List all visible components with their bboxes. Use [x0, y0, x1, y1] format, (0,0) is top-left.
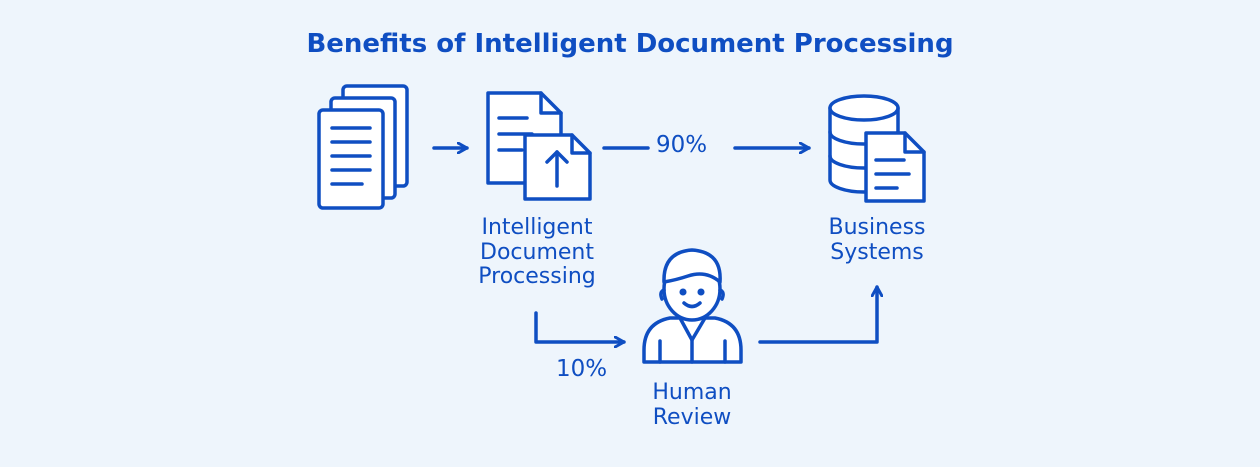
arrow-human-to-business [758, 285, 877, 344]
node-label-business-line1: Business [828, 215, 926, 240]
database-document-icon [828, 94, 926, 203]
node-label-business-line2: Systems [830, 239, 924, 265]
documents-stack-icon [317, 84, 409, 210]
node-label-human-line1: Human [652, 380, 732, 405]
node-label-idp-line1: Intelligent [481, 215, 593, 240]
person-icon [642, 248, 743, 364]
automated-percentage: 90% [656, 132, 708, 158]
node-label-human: Human Review [632, 380, 752, 430]
arrow-idp-to-human [534, 311, 626, 342]
node-label-business: Business Systems [810, 215, 944, 265]
node-label-idp-line2: Document [480, 239, 594, 265]
document-upload-icon [486, 91, 592, 201]
diagram-title: Benefits of Intelligent Document Process… [306, 29, 954, 59]
node-label-idp: Intelligent Document Processing [465, 215, 609, 290]
manual-percentage: 10% [556, 356, 608, 382]
node-label-idp-line3: Processing [478, 264, 596, 290]
node-label-human-line2: Review [652, 404, 732, 430]
